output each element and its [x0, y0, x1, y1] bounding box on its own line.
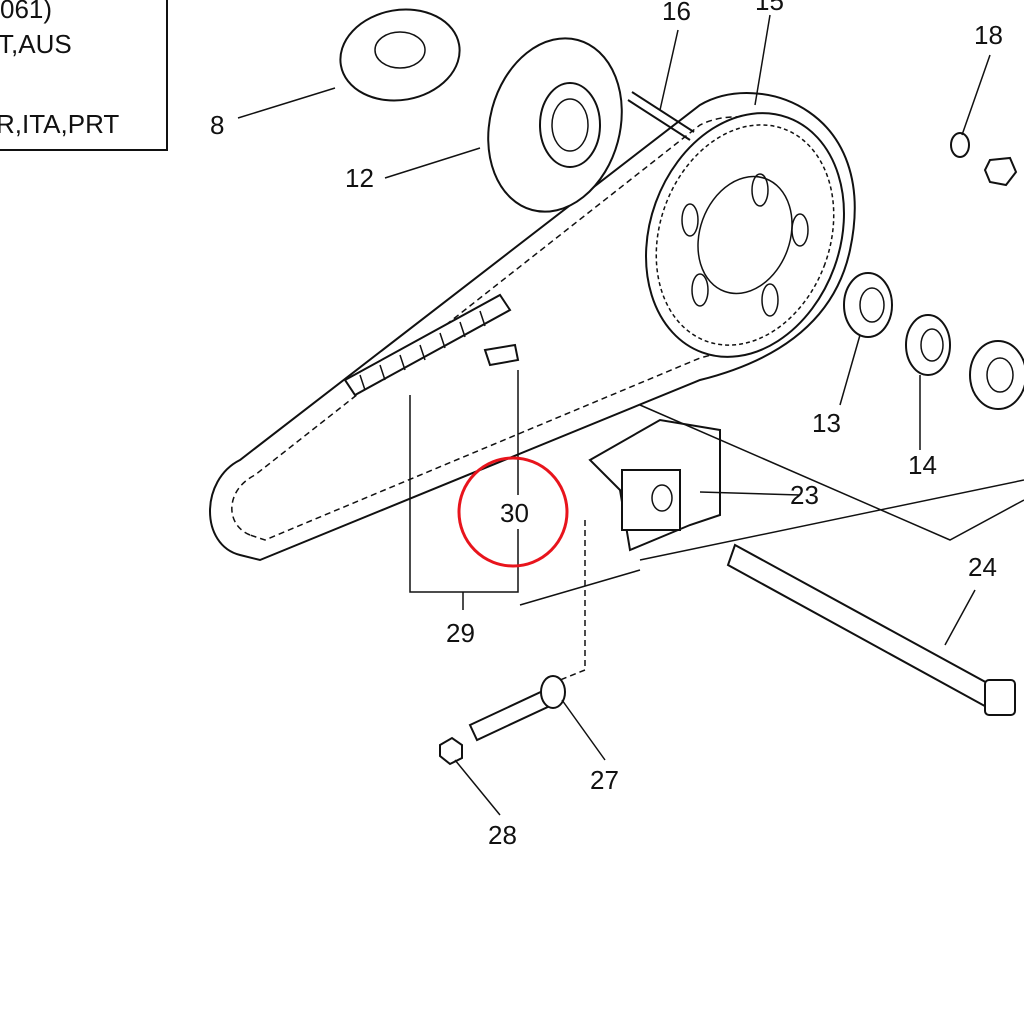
- chain-puller: [588, 418, 721, 552]
- callout-24[interactable]: 24: [968, 552, 997, 582]
- bolt: [468, 675, 566, 742]
- stud: [627, 91, 695, 141]
- callout-13[interactable]: 13: [812, 408, 841, 438]
- callout-28[interactable]: 28: [488, 820, 517, 850]
- rear-sprocket: [645, 112, 845, 358]
- leader-lines: [519, 404, 1024, 606]
- highlight-circle: [457, 456, 569, 568]
- callout-16[interactable]: 16: [662, 0, 691, 26]
- callout-12[interactable]: 12: [345, 163, 374, 193]
- callout-30-bg: [500, 495, 536, 529]
- bearing-right: [969, 340, 1024, 410]
- callout-30[interactable]: 30: [500, 498, 529, 528]
- bearing-13: [843, 272, 893, 338]
- callout-14[interactable]: 14: [908, 450, 937, 480]
- callout-23[interactable]: 23: [790, 480, 819, 510]
- washer: [950, 132, 970, 158]
- legend-line-3: R,ITA,PRT: [0, 109, 119, 139]
- legend-line-1: 061): [0, 0, 52, 24]
- callout-29[interactable]: 29: [446, 618, 475, 648]
- callout-18[interactable]: 18: [974, 20, 1003, 50]
- bearing-14: [905, 314, 951, 376]
- nut: [983, 156, 1018, 187]
- legend-line-2: T,AUS: [0, 29, 72, 59]
- damper: [339, 8, 461, 102]
- callout-8[interactable]: 8: [210, 110, 224, 140]
- sprocket-hub: [487, 37, 623, 213]
- bracket-29: [409, 370, 519, 593]
- callout-27[interactable]: 27: [590, 765, 619, 795]
- chain-joint: [343, 293, 520, 397]
- legend-box: 061) T,AUS R,ITA,PRT: [0, 0, 168, 151]
- callout-15[interactable]: 15: [755, 0, 784, 16]
- dash-leader: [559, 520, 586, 681]
- nut-28: [439, 736, 463, 766]
- axle: [726, 543, 1016, 716]
